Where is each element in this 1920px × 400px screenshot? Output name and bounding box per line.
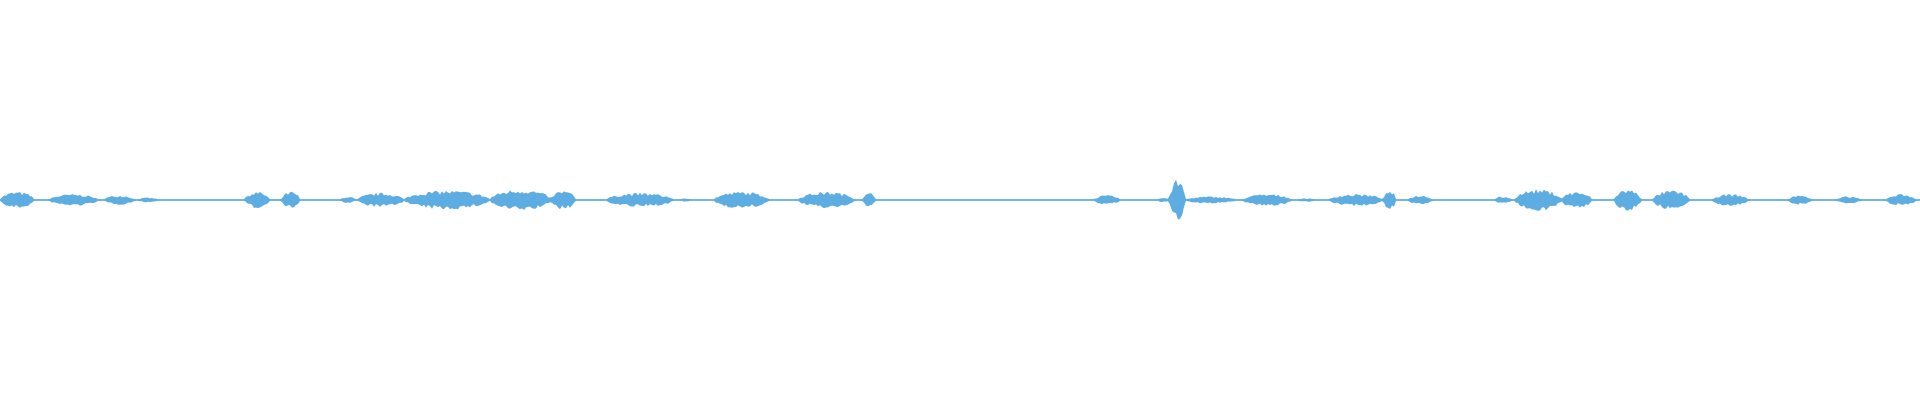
audio-waveform[interactable] [0,0,1920,400]
